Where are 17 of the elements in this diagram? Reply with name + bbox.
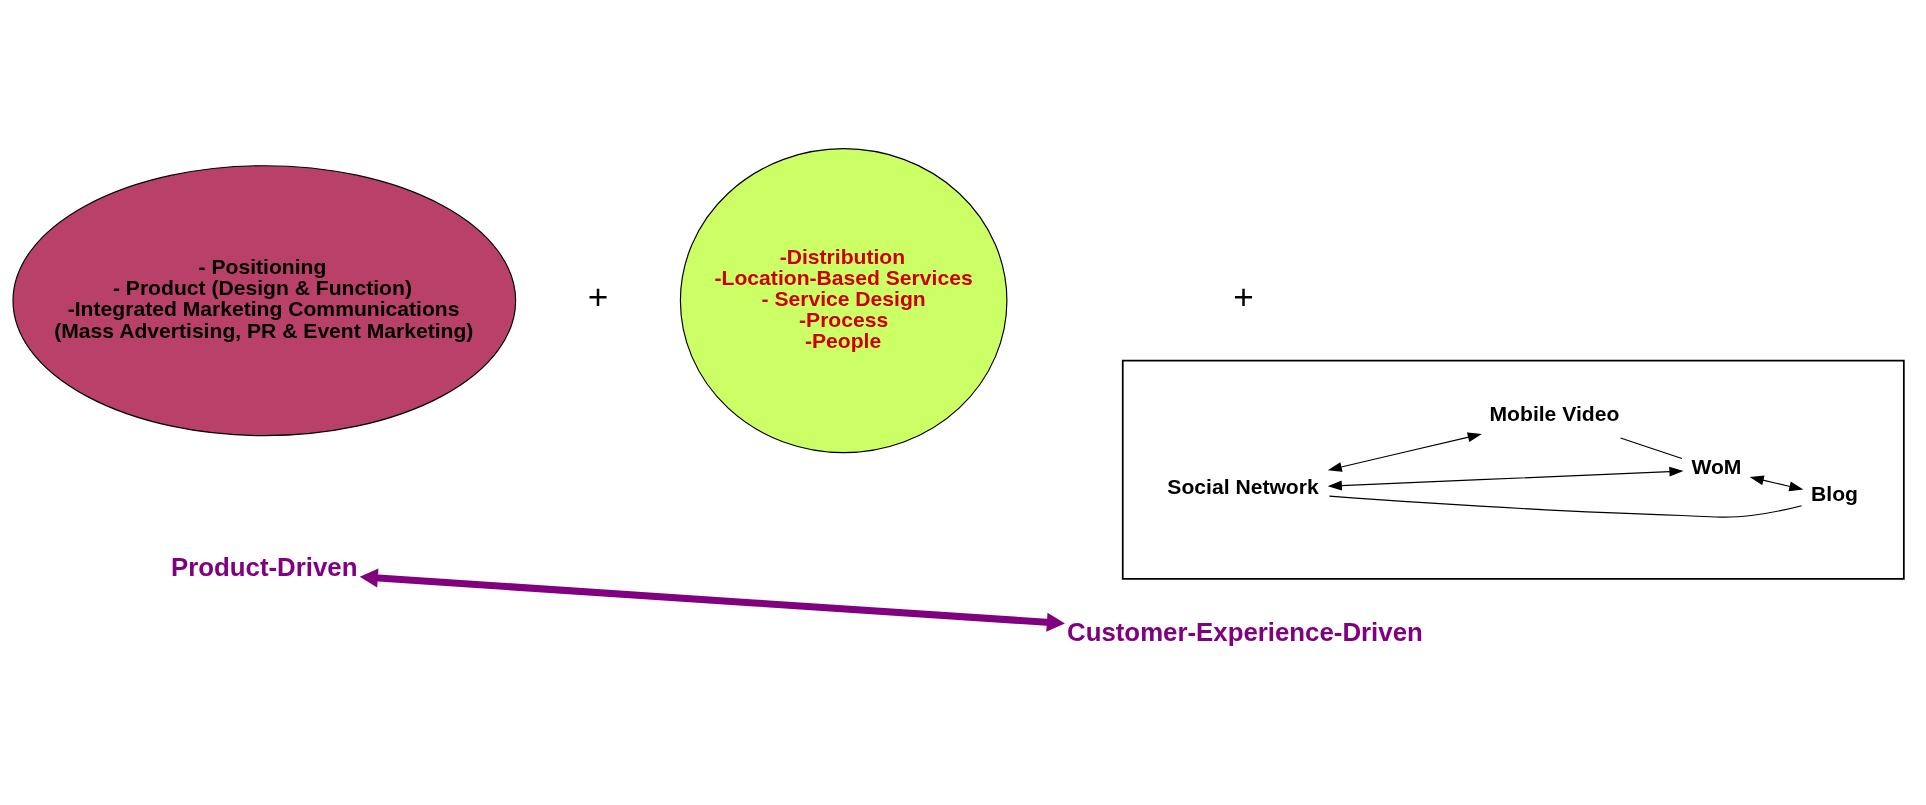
- node-text: Social Network: [1167, 474, 1319, 498]
- label: +: [1233, 277, 1254, 317]
- connector: [1328, 495, 1803, 518]
- arrow: [1327, 466, 1684, 491]
- label: +: [587, 277, 609, 317]
- cluster: [1121, 359, 1905, 580]
- connector: [1619, 437, 1683, 460]
- node-text: Product-Driven: [171, 553, 358, 582]
- arrow: [359, 568, 1065, 632]
- node-text: WoM: [1691, 454, 1742, 478]
- arrow: [1749, 475, 1804, 492]
- arrow: [1327, 432, 1482, 472]
- node-circle: -Distribution -Location-Based Services - Service Design -Process -People: [679, 148, 1008, 454]
- node-text: Mobile Video: [1489, 401, 1620, 425]
- node-ellipse: - Positioning - Product (Design & Function) -Integrated Marketing Communications (Mass Advertising, PR & Event Marketing): [12, 165, 517, 437]
- node-text: Blog: [1811, 481, 1859, 505]
- node-text: Customer-Experience-Driven: [1067, 617, 1423, 646]
